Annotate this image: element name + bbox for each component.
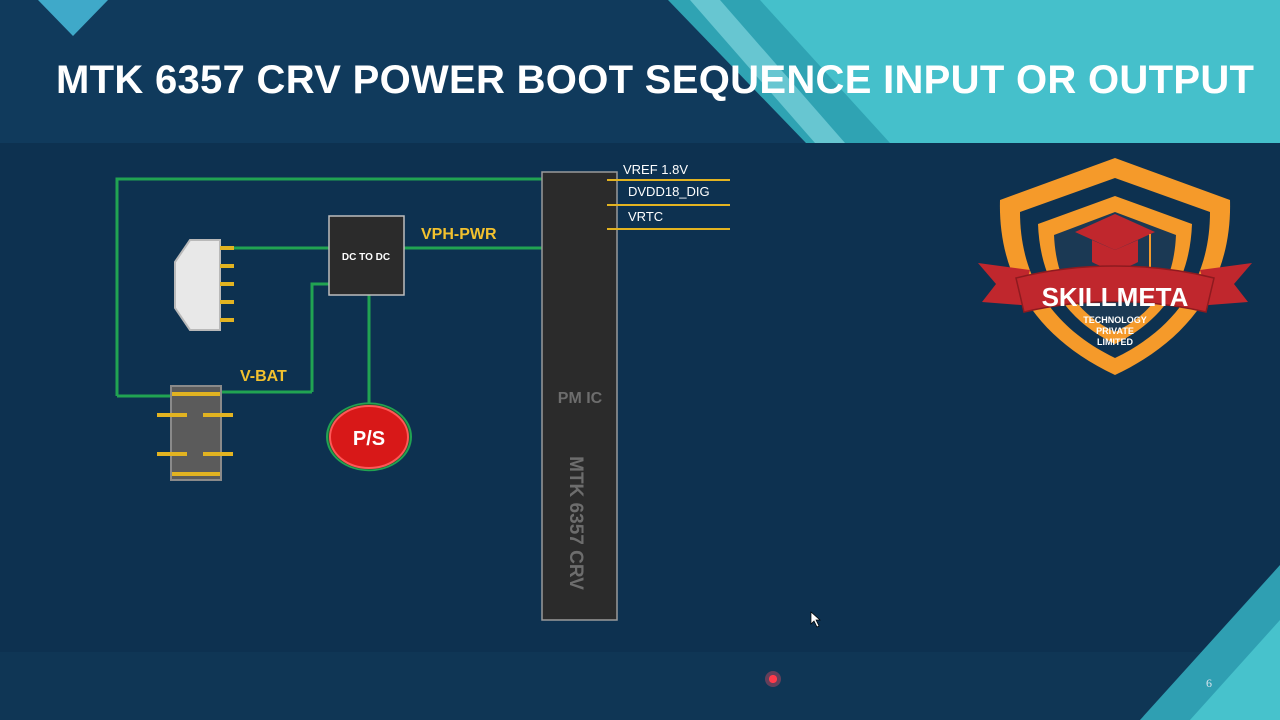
logo-brand: SKILLMETA xyxy=(1042,282,1189,312)
graduation-cap-icon-top xyxy=(1075,214,1155,250)
logo-tagline: LIMITED xyxy=(1097,337,1133,347)
output-label: DVDD18_DIG xyxy=(628,184,710,199)
battery-terminal xyxy=(172,392,220,396)
mouse-cursor-icon xyxy=(810,611,821,628)
output-label: VRTC xyxy=(628,209,663,224)
pmic-outputs: VREF 1.8V DVDD18_DIG VRTC xyxy=(607,162,730,230)
pointer-highlight-icon xyxy=(765,671,781,687)
power-switch[interactable]: P/S xyxy=(326,402,412,472)
battery-terminal xyxy=(157,413,187,417)
skillmeta-logo: SKILLMETA TECHNOLOGY PRIVATE LIMITED xyxy=(978,158,1252,375)
footer-band xyxy=(0,652,1280,720)
wire-top-loop xyxy=(115,177,545,396)
power-switch-button[interactable] xyxy=(329,405,409,469)
battery-terminal xyxy=(203,413,233,417)
wire-vbat-up xyxy=(310,282,330,392)
title-accent-light xyxy=(760,0,1280,143)
logo-tagline: TECHNOLOGY xyxy=(1083,315,1147,325)
battery-terminal xyxy=(172,472,220,476)
pmic-label: PM IC xyxy=(558,390,603,407)
footer-accent-light xyxy=(1190,620,1280,720)
power-switch-label: P/S xyxy=(353,428,385,450)
usb-connector-pin xyxy=(220,300,234,304)
logo-tagline: PRIVATE xyxy=(1096,326,1134,336)
corner-triangle xyxy=(38,0,108,36)
page-number: 6 xyxy=(1206,676,1212,690)
usb-connector-pin xyxy=(220,246,234,250)
logo-ribbon-band xyxy=(1015,265,1215,313)
battery-terminal xyxy=(157,452,187,456)
battery-terminal xyxy=(203,452,233,456)
title-accent-stripe xyxy=(690,0,845,143)
graduation-cap-icon xyxy=(1075,214,1155,272)
usb-connector-pin xyxy=(220,282,234,286)
dc-to-dc-label: DC TO DC xyxy=(342,252,390,263)
usb-connector xyxy=(174,239,234,331)
output-label: VREF 1.8V xyxy=(623,162,688,177)
battery-component xyxy=(157,385,233,481)
usb-connector-pin xyxy=(220,264,234,268)
vbat-label: V-BAT xyxy=(240,368,287,385)
dc-to-dc-box xyxy=(328,215,405,296)
wires xyxy=(115,177,545,407)
graduation-cap-icon-base xyxy=(1092,240,1138,268)
slide-title: MTK 6357 CRV POWER BOOT SEQUENCE INPUT O… xyxy=(56,58,1255,102)
pmic-chip xyxy=(541,171,618,621)
vph-pwr-label: VPH-PWR xyxy=(421,226,497,243)
pmic-model: MTK 6357 CRV xyxy=(565,456,586,590)
battery-body xyxy=(170,385,222,481)
usb-connector-pin xyxy=(220,318,234,322)
usb-connector-body xyxy=(174,239,221,331)
